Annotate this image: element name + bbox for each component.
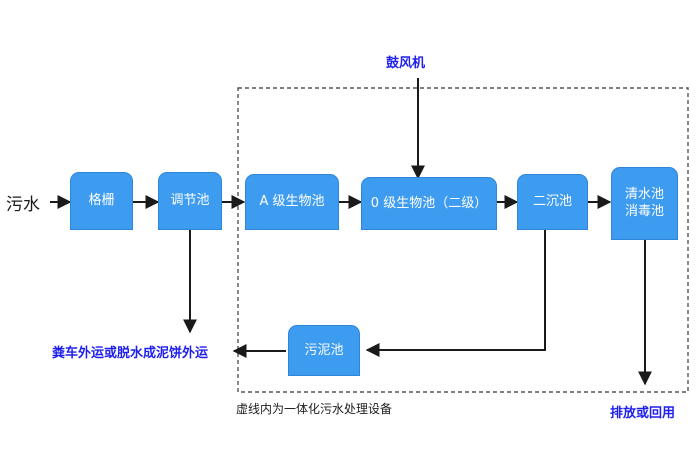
node-a-stage-bio-pool-label: A 级生物池	[259, 194, 325, 210]
node-grille-label: 格栅	[88, 193, 115, 209]
node-o-stage-bio-pool[interactable]: 0 级生物池（二级）	[361, 177, 497, 230]
arrow-secondsettle-to-sludge	[365, 230, 546, 357]
inlet-label: 污水	[6, 195, 40, 215]
node-secondary-settling-tank[interactable]: 二沉池	[517, 174, 588, 230]
integrated-equipment-boundary	[237, 87, 689, 393]
node-regulation-label: 调节池	[170, 193, 210, 209]
water-outlet-label: 排放或回用	[610, 406, 676, 421]
node-a-stage-bio-pool[interactable]: A 级生物池	[245, 174, 339, 230]
node-o-stage-bio-pool-label: 0 级生物池（二级）	[370, 195, 488, 211]
node-clearwater-disinfection-tank[interactable]: 清水池 消毒池	[611, 167, 678, 240]
sludge-outlet-label: 粪车外运或脱水成泥饼外运	[52, 346, 209, 361]
node-grille[interactable]: 格栅	[70, 172, 133, 230]
node-disinfection-label: 消毒池	[624, 203, 664, 219]
node-sludge-pool[interactable]: 污泥池	[288, 325, 360, 376]
blower-label: 鼓风机	[386, 56, 426, 71]
enclosure-caption: 虚线内为一体化污水处理设备	[236, 402, 393, 416]
node-sludge-pool-label: 污泥池	[304, 342, 344, 358]
node-clearwater-label: 清水池	[624, 187, 664, 203]
node-secondary-settling-tank-label: 二沉池	[532, 194, 572, 210]
node-regulation[interactable]: 调节池	[158, 172, 222, 230]
